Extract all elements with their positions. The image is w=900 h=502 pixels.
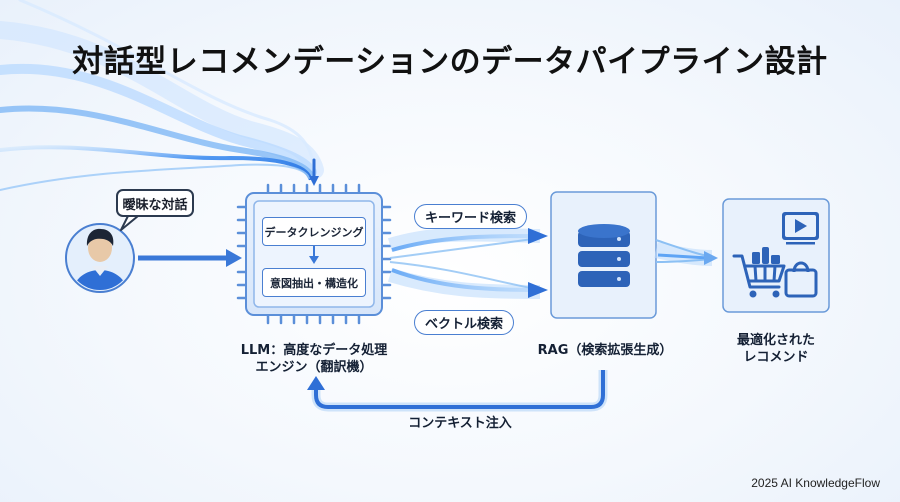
llm-chip bbox=[236, 183, 392, 325]
user-avatar bbox=[65, 223, 135, 293]
page-title: 対話型レコメンデーションのデータパイプライン設計 bbox=[72, 44, 828, 80]
user-speech-bubble: 曖昧な対話 bbox=[116, 189, 194, 217]
llm-caption-line1: LLM：高度なデータ処理 bbox=[240, 343, 388, 358]
rag-caption: RAG（検索拡張生成） bbox=[537, 343, 673, 358]
llm-caption: LLM：高度なデータ処理 エンジン（翻訳機） bbox=[226, 342, 402, 376]
keyword-search-label: キーワード検索 bbox=[414, 204, 528, 229]
recommendation-caption-line1: 最適化された bbox=[736, 333, 815, 348]
step-data-cleansing: データクレンジング bbox=[262, 217, 366, 246]
database-icon bbox=[578, 224, 630, 287]
shopping-cart-icon bbox=[732, 254, 786, 289]
recommendation-caption-line2: レコメンド bbox=[743, 350, 809, 365]
user-to-llm-arrow bbox=[138, 249, 242, 267]
bubble-tail bbox=[120, 215, 139, 231]
llm-caption-line2: エンジン（翻訳機） bbox=[255, 360, 373, 375]
chip-to-rag-flow bbox=[387, 227, 548, 299]
step-intent-extraction: 意図抽出・構造化 bbox=[262, 268, 366, 297]
vector-search-label: ベクトル検索 bbox=[414, 310, 515, 335]
context-injection-arrow bbox=[307, 370, 608, 412]
recommendation-box bbox=[722, 198, 830, 313]
video-play-icon bbox=[782, 212, 819, 245]
recommendation-caption: 最適化された レコメンド bbox=[716, 332, 836, 366]
footer-credit: 2025 AI KnowledgeFlow bbox=[751, 476, 880, 490]
rag-to-output-flow bbox=[654, 239, 718, 266]
data-stream-swoosh bbox=[0, 0, 324, 191]
shopping-bag-icon bbox=[784, 261, 818, 298]
rag-box bbox=[550, 191, 657, 319]
context-injection-label: コンテキスト注入 bbox=[408, 416, 512, 431]
